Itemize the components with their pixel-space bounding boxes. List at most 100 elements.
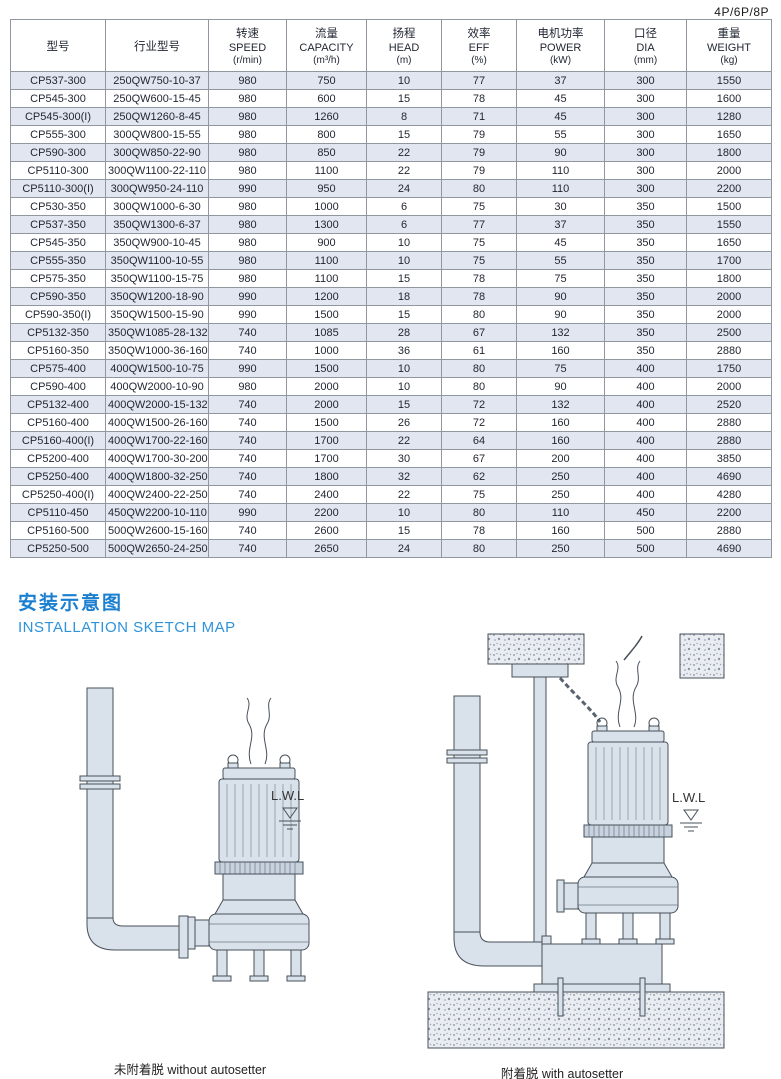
table-cell: 132 [516, 395, 605, 414]
table-cell: 15 [366, 125, 442, 144]
table-cell: 22 [366, 143, 442, 162]
table-cell: 2200 [686, 179, 772, 198]
table-cell: 740 [208, 413, 287, 432]
table-cell: 740 [208, 449, 287, 468]
table-cell: 62 [441, 467, 517, 486]
table-cell: 75 [441, 485, 517, 504]
table-cell: 400QW1500-10-75 [105, 359, 209, 378]
table-cell: 15 [366, 521, 442, 540]
table-cell: 740 [208, 485, 287, 504]
table-cell: 1650 [686, 125, 772, 144]
table-cell: 500 [604, 521, 687, 540]
water-level-label: L.W.L [672, 790, 705, 805]
table-cell: 350 [604, 215, 687, 234]
table-cell: 300 [604, 107, 687, 126]
elbow-flange [178, 915, 189, 959]
concrete-floor [427, 991, 725, 1049]
table-cell: 980 [208, 251, 287, 270]
table-cell: 990 [208, 179, 287, 198]
table-cell: 950 [286, 179, 367, 198]
table-cell: 1100 [286, 251, 367, 270]
table-cell: 1500 [286, 413, 367, 432]
table-cell: 400 [604, 377, 687, 396]
anchor-bolt [639, 977, 646, 1017]
table-cell: 400 [604, 431, 687, 450]
table-cell: 2880 [686, 341, 772, 360]
table-cell: 980 [208, 215, 287, 234]
table-cell: 80 [441, 377, 517, 396]
table-cell: 90 [516, 143, 605, 162]
table-cell: 15 [366, 305, 442, 324]
section-title-english: INSTALLATION SKETCH MAP [18, 619, 236, 636]
table-cell: 800 [286, 125, 367, 144]
water-level-label: L.W.L [271, 788, 304, 803]
table-cell: 2520 [686, 395, 772, 414]
table-cell: 400 [604, 413, 687, 432]
power-cable [623, 635, 643, 661]
table-cell: 55 [516, 125, 605, 144]
table-cell: 22 [366, 431, 442, 450]
table-cell: 1700 [286, 449, 367, 468]
table-cell: 1000 [286, 197, 367, 216]
table-cell: 740 [208, 467, 287, 486]
table-cell: 250 [516, 485, 605, 504]
table-cell: 2650 [286, 539, 367, 558]
table-cell: CP590-350 [10, 287, 106, 306]
table-cell: 900 [286, 233, 367, 252]
table-cell: 79 [441, 143, 517, 162]
top-bracket [511, 663, 569, 678]
pipe-flange [79, 775, 121, 782]
table-cell: 1100 [286, 161, 367, 180]
table-cell: 78 [441, 521, 517, 540]
table-cell: 160 [516, 341, 605, 360]
table-cell: 740 [208, 341, 287, 360]
table-cell: 400QW1800-32-250 [105, 467, 209, 486]
table-cell: 350QW1085-28-132 [105, 323, 209, 342]
table-cell: 400QW2400-22-250 [105, 485, 209, 504]
pipe-flange [79, 783, 121, 790]
table-cell: 400QW1700-30-200 [105, 449, 209, 468]
table-cell: 850 [286, 143, 367, 162]
table-cell: 300QW1000-6-30 [105, 197, 209, 216]
table-cell: 1085 [286, 323, 367, 342]
table-cell: 1800 [686, 269, 772, 288]
table-cell: 990 [208, 287, 287, 306]
table-cell: 1600 [686, 89, 772, 108]
table-cell: 2600 [286, 521, 367, 540]
table-cell: 750 [286, 71, 367, 90]
caption-without-autosetter: 未附着脱 without autosetter [113, 1063, 267, 1077]
table-cell: CP5250-400 [10, 467, 106, 486]
table-cell: 37 [516, 71, 605, 90]
table-cell: 45 [516, 107, 605, 126]
table-cell: 990 [208, 305, 287, 324]
table-cell: 2000 [686, 161, 772, 180]
table-cell: 45 [516, 89, 605, 108]
table-cell: 10 [366, 251, 442, 270]
table-cell: 400 [604, 449, 687, 468]
table-cell: 200 [516, 449, 605, 468]
table-cell: CP5110-450 [10, 503, 106, 522]
table-cell: 990 [208, 359, 287, 378]
table-cell: 79 [441, 161, 517, 180]
table-cell: 24 [366, 179, 442, 198]
table-cell: 350QW1300-6-37 [105, 215, 209, 234]
table-cell: 10 [366, 503, 442, 522]
table-cell: 72 [441, 395, 517, 414]
table-cell: 1800 [686, 143, 772, 162]
table-cell: CP5160-400(I) [10, 431, 106, 450]
